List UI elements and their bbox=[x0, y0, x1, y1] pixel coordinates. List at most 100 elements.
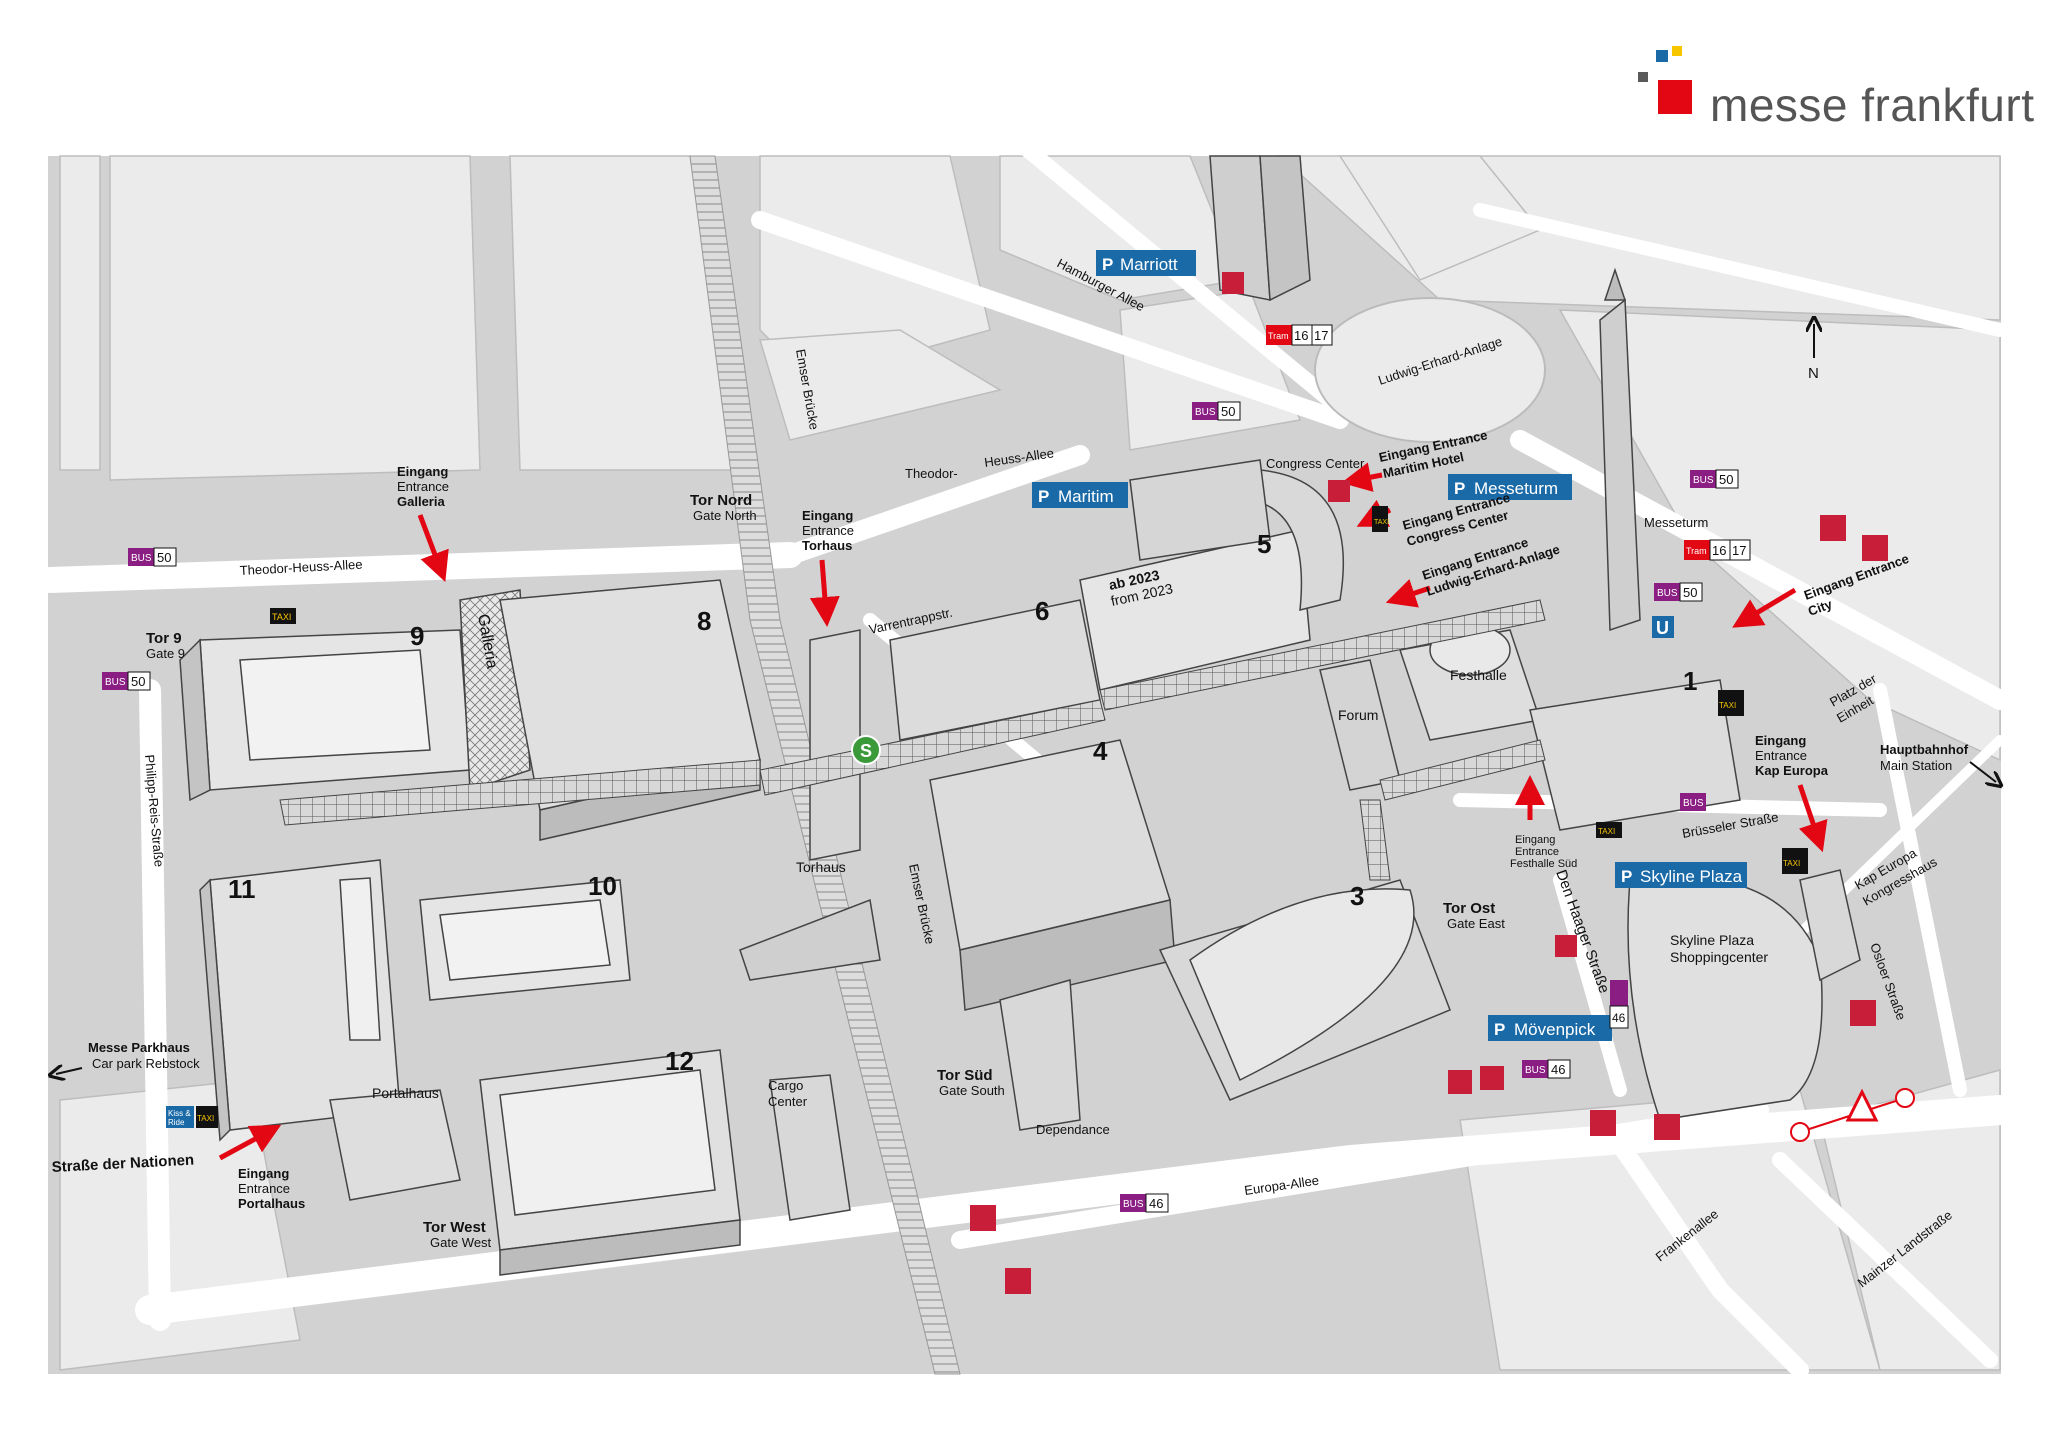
ludwig-erhard-anlage-park bbox=[1314, 297, 1546, 443]
bus-icon: BUS bbox=[1657, 588, 1678, 599]
bus-50-stop-theodor: BUS 50 bbox=[128, 547, 177, 567]
bus-icon: BUS bbox=[1195, 407, 1216, 418]
dependance-label: Dependance bbox=[1036, 1122, 1110, 1137]
bus-number: 46 bbox=[1551, 1062, 1565, 1077]
railway-track bbox=[689, 155, 961, 1375]
entrance-portalhaus-line3: Portalhaus bbox=[238, 1196, 305, 1211]
main-station-label: Main Station bbox=[1880, 758, 1952, 773]
kiss-ride-line2: Ride bbox=[168, 1118, 185, 1127]
hall-8-number: 8 bbox=[697, 606, 711, 636]
bus-number: 46 bbox=[1612, 1011, 1626, 1025]
taxi-stand-kap-europa: TAXI bbox=[1782, 848, 1808, 874]
bus-number: 50 bbox=[1719, 472, 1733, 487]
forum-label: Forum bbox=[1338, 707, 1378, 723]
parking-skyline-plaza-label: Skyline Plaza bbox=[1640, 867, 1743, 886]
hotel-icon bbox=[1654, 1114, 1680, 1140]
messeturm-label: Messeturm bbox=[1644, 515, 1708, 530]
entrance-galleria-line3: Galleria bbox=[397, 494, 445, 509]
parking-moevenpick-label: Mövenpick bbox=[1514, 1020, 1596, 1039]
hotel-icon bbox=[1590, 1110, 1616, 1136]
taxi-stand-hall-9: TAXI bbox=[270, 608, 296, 624]
logo-mark-icon bbox=[1638, 46, 1692, 114]
north-label: N bbox=[1808, 365, 1819, 382]
hotel-icon bbox=[1555, 935, 1577, 957]
parking-signs: P Marriott P Maritim P Messeturm P Skyli… bbox=[1032, 250, 1747, 1041]
taxi-icon: TAXI bbox=[272, 612, 291, 622]
gate-9-label: Gate 9 bbox=[146, 646, 185, 661]
bus-number: 50 bbox=[157, 550, 171, 565]
bus-46-stop-den-haager: 46 bbox=[1609, 980, 1629, 1029]
hotel-icon bbox=[1862, 535, 1888, 561]
hauptbahnhof-label: Hauptbahnhof bbox=[1880, 742, 1969, 757]
parking-p-icon: P bbox=[1454, 479, 1465, 498]
entrance-portalhaus-line1: Eingang bbox=[238, 1166, 289, 1181]
car-park-rebstock-label: Car park Rebstock bbox=[92, 1056, 200, 1071]
brand-name: messe frankfurt bbox=[1710, 79, 2035, 131]
tram-16-17-stop-north: Tram 16 17 bbox=[1266, 324, 1333, 346]
tram-number-17: 17 bbox=[1732, 543, 1746, 558]
bus-stop-skyline: BUS bbox=[1680, 793, 1706, 811]
kiss-and-ride-sign: Kiss & Ride bbox=[166, 1106, 194, 1128]
bus-icon: BUS bbox=[1683, 798, 1704, 809]
tram-number-16: 16 bbox=[1294, 328, 1308, 343]
tor-ost-label: Tor Ost bbox=[1443, 900, 1495, 917]
tor-sued-label: Tor Süd bbox=[937, 1067, 993, 1084]
walkway-bridges bbox=[279, 599, 1546, 881]
tor-nord-label: Tor Nord bbox=[690, 492, 752, 509]
hall-1-number: 1 bbox=[1683, 666, 1697, 696]
parking-p-icon: P bbox=[1494, 1020, 1505, 1039]
bus-icon: BUS bbox=[131, 553, 152, 564]
gate-south-label: Gate South bbox=[939, 1083, 1005, 1098]
hotel-icon bbox=[1850, 1000, 1876, 1026]
hall-11-number: 11 bbox=[228, 874, 256, 904]
hotel-icon bbox=[1222, 272, 1244, 294]
entrance-festhalle-sued-line2: Entrance bbox=[1515, 846, 1559, 858]
gate-labels: Tor Nord Gate North Tor 9 Gate 9 Tor Wes… bbox=[146, 492, 1505, 1250]
parking-maritim: P Maritim bbox=[1032, 482, 1128, 508]
transport-icons: BUS 50 BUS 50 BUS 50 BUS 50 BUS 50 bbox=[102, 324, 1808, 1213]
hall-10-number: 10 bbox=[588, 871, 617, 901]
bus-icon: BUS bbox=[1693, 475, 1714, 486]
hotel-icon bbox=[1005, 1268, 1031, 1294]
construction-sign bbox=[1790, 1088, 1915, 1142]
hotel-icon bbox=[1480, 1066, 1504, 1090]
entrance-kap-europa-line1: Eingang bbox=[1755, 733, 1806, 748]
tram-icon: Tram bbox=[1686, 546, 1707, 556]
tor-9-label: Tor 9 bbox=[146, 630, 182, 647]
skyline-plaza-center-label-1: Skyline Plaza bbox=[1670, 932, 1754, 948]
hotel-icon bbox=[970, 1205, 996, 1231]
parking-p-icon: P bbox=[1621, 867, 1632, 886]
direction-main-station: Hauptbahnhof Main Station bbox=[1880, 742, 1996, 782]
s-bahn-station: S bbox=[851, 735, 881, 765]
entrance-kap-europa-line2: Entrance bbox=[1755, 748, 1807, 763]
tram-number-17: 17 bbox=[1314, 328, 1328, 343]
hall-12-number: 12 bbox=[665, 1046, 694, 1076]
taxi-icon: TAXI bbox=[1374, 519, 1389, 526]
taxi-stand-festhalle: TAXI bbox=[1596, 822, 1622, 838]
u-bahn-icon: U bbox=[1656, 618, 1669, 638]
hall-3-number: 3 bbox=[1350, 881, 1364, 911]
parking-moevenpick: P Mövenpick bbox=[1488, 1015, 1612, 1041]
tram-number-16: 16 bbox=[1712, 543, 1726, 558]
bus-icon: BUS bbox=[1123, 1199, 1144, 1210]
hotel-icons bbox=[970, 272, 1888, 1294]
parking-marriott: P Marriott bbox=[1096, 250, 1196, 276]
skyline-plaza-center-label-2: Shoppingcenter bbox=[1670, 949, 1768, 965]
parking-maritim-label: Maritim bbox=[1058, 487, 1114, 506]
entrance-torhaus-line3: Torhaus bbox=[802, 538, 852, 553]
hotel-icon bbox=[1328, 480, 1350, 502]
parking-skyline-plaza: P Skyline Plaza bbox=[1615, 862, 1747, 888]
entrance-portalhaus-line2: Entrance bbox=[238, 1181, 290, 1196]
hall-9-number: 9 bbox=[410, 621, 424, 651]
hall-numbers: 1 3 4 5 6 8 9 10 11 12 bbox=[228, 529, 1697, 1076]
taxi-icon: TAXI bbox=[1598, 827, 1615, 836]
theodor-label: Theodor- bbox=[905, 466, 958, 481]
bus-number: 50 bbox=[1221, 404, 1235, 419]
parking-p-icon: P bbox=[1038, 487, 1049, 506]
tram-icon: Tram bbox=[1268, 331, 1289, 341]
hotel-icon bbox=[1820, 515, 1846, 541]
cargo-center-label-1: Cargo bbox=[768, 1078, 803, 1093]
bus-50-stop-west: BUS 50 bbox=[102, 671, 151, 691]
bus-number: 46 bbox=[1149, 1196, 1163, 1211]
